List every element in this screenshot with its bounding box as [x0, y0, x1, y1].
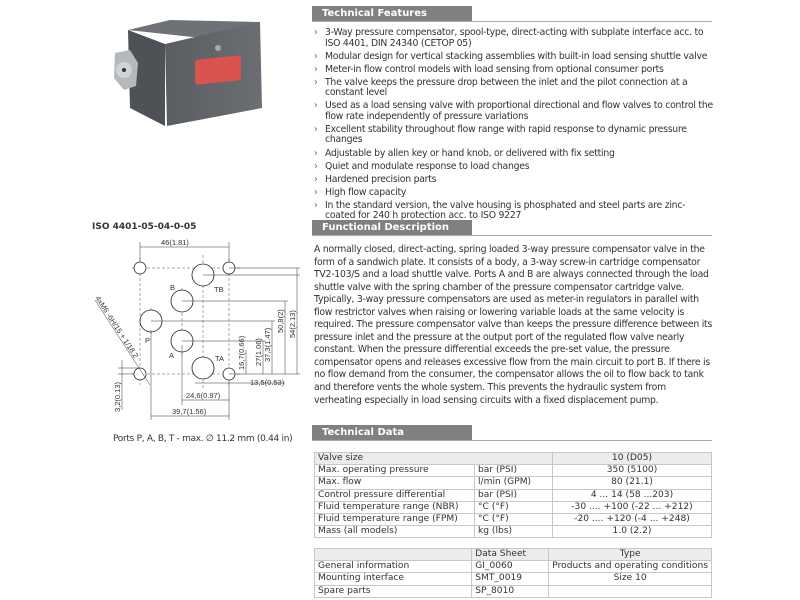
list-item: Adjustable by allen key or hand knob, or… [314, 148, 714, 160]
section-header-technical-data: Technical Data [312, 425, 712, 441]
list-item: In the standard version, the valve housi… [314, 200, 714, 222]
list-item: Excellent stability throughout flow rang… [314, 124, 714, 146]
dim-37-3: 37,3(1.47) [263, 327, 272, 362]
table-row: Fluid temperature range (NBR)°C (°F)-30 … [314, 500, 712, 514]
list-item: Modular design for vertical stacking ass… [314, 51, 714, 63]
dim-46: 46(1.81) [161, 238, 189, 247]
dim-27: 27(1.06) [254, 338, 263, 366]
dim-50-8: 50,8(2) [276, 309, 285, 333]
iso-code: ISO 4401-05-04-0-05 [92, 222, 197, 232]
dim-16-7: 16,7(0.66) [237, 335, 246, 370]
dim-39-7: 39,7(1.56) [172, 407, 207, 416]
label-b: B [170, 283, 175, 292]
list-item: Hardened precision parts [314, 174, 714, 186]
list-item: 3-Way pressure compensator, spool-type, … [314, 27, 714, 49]
label-a: A [169, 351, 174, 360]
dim-54: 54(2.13) [288, 310, 297, 338]
thread-spec: 4xM6 -6H/15 + 1/18.2 [93, 294, 140, 360]
table-row: Mass (all models)kg (lbs)1.0 (2.2) [314, 525, 712, 539]
description-paragraph: Typically, 3-way pressure compensators a… [314, 294, 713, 406]
list-item: Used as a load sensing valve with propor… [314, 101, 714, 122]
section-header-functional-description: Functional Description [312, 220, 712, 236]
dim-24-6: 24,6(0.97) [186, 391, 221, 400]
label-tb: TB [214, 285, 224, 294]
list-item: High flow capacity [314, 187, 714, 199]
list-item: Quiet and modulate response to load chan… [314, 161, 714, 173]
list-item: Meter-in flow control models with load s… [314, 64, 714, 76]
label-ta: TA [215, 354, 224, 363]
features-list: 3-Way pressure compensator, spool-type, … [314, 27, 714, 225]
table-row: Fluid temperature range (FPM)°C (°F)-20 … [314, 512, 712, 527]
section-header-technical-features: Technical Features [312, 6, 712, 22]
dim-3-2: 3,2(0.13) [113, 381, 122, 412]
mounting-diagram: 46(1.81) B TB P A TA 13,5(0.53) 24,6(0.9… [93, 238, 300, 420]
list-item: The valve keeps the pressure drop betwee… [314, 77, 714, 99]
functional-description: A normally closed, direct-acting, spring… [314, 244, 714, 407]
red-label [195, 55, 241, 85]
label-p: P [145, 336, 150, 345]
description-paragraph: A normally closed, direct-acting, spring… [314, 244, 709, 293]
adjuster-nut-icon [114, 50, 138, 90]
product-image [114, 20, 262, 126]
ports-note: Ports P, A, B, T - max. ∅ 11.2 mm (0.44 … [113, 434, 293, 444]
dim-13-5: 13,5(0.53) [250, 378, 285, 387]
